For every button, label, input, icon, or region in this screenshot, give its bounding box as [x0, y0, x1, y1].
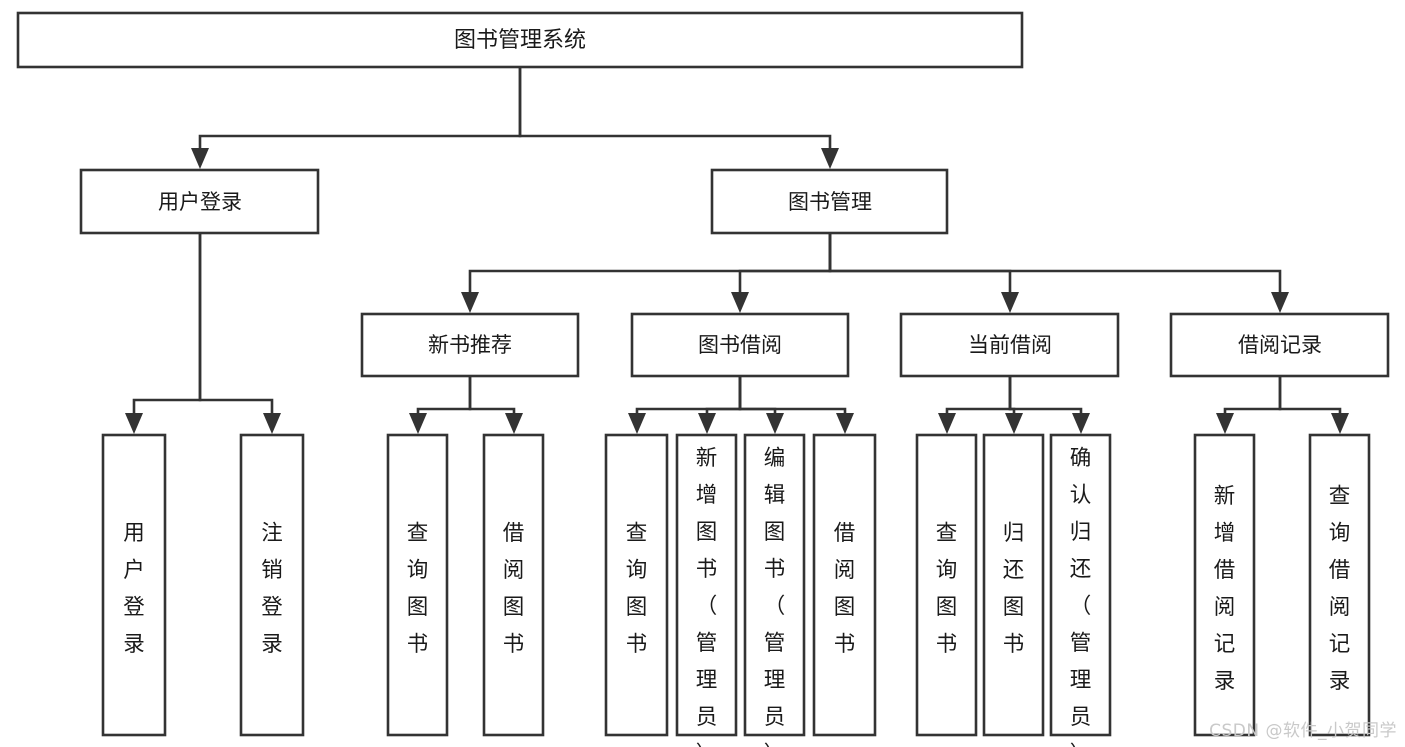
connector-book-management-to-current-borrow — [828, 233, 1019, 313]
connector-layer — [125, 67, 1349, 434]
connector-user-login-to-leaf-logout — [198, 233, 281, 434]
node-leaf-edit-book-admin[interactable]: 编辑图书（管理员） — [743, 433, 806, 747]
node-leaf-query-borrow-record[interactable]: 查询借阅记录 — [1308, 433, 1371, 737]
node-label-root: 图书管理系统 — [454, 28, 586, 53]
node-label-leaf-edit-book-admin: 编辑图书（管理员） — [764, 446, 786, 747]
node-leaf-add-book-admin[interactable]: 新增图书（管理员） — [675, 433, 738, 747]
node-book-borrow[interactable]: 图书借阅 — [630, 312, 850, 378]
node-layer: 图书管理系统用户登录图书管理新书推荐图书借阅当前借阅借阅记录用户登录注销登录查询… — [16, 11, 1390, 747]
node-label-book-borrow: 图书借阅 — [698, 333, 782, 357]
node-label-book-management: 图书管理 — [788, 190, 872, 214]
node-box-book-borrow — [630, 312, 850, 378]
connector-current-borrow-to-leaf-query-book-current — [938, 376, 1012, 434]
node-label-leaf-borrow-book: 借阅图书 — [834, 521, 856, 657]
node-label-user-login: 用户登录 — [158, 190, 242, 214]
node-label-leaf-add-borrow-record: 新增借阅记录 — [1214, 484, 1236, 694]
node-label-current-borrow: 当前借阅 — [968, 333, 1052, 357]
node-label-leaf-query-book-borrow: 查询图书 — [626, 521, 648, 657]
connector-borrow-record-to-leaf-query-borrow-record — [1278, 376, 1349, 434]
node-box-leaf-logout — [239, 433, 305, 737]
connector-book-borrow-to-leaf-edit-book-admin — [738, 376, 784, 434]
node-box-leaf-borrow-book-new — [482, 433, 545, 737]
node-box-leaf-add-book-admin — [675, 433, 738, 737]
node-box-leaf-add-borrow-record — [1193, 433, 1256, 737]
node-box-leaf-query-book-new — [386, 433, 449, 737]
connector-new-book-recommend-to-leaf-borrow-book-new — [468, 376, 523, 434]
node-root[interactable]: 图书管理系统 — [16, 11, 1024, 69]
node-label-leaf-query-book-new: 查询图书 — [407, 521, 429, 657]
connector-current-borrow-to-leaf-confirm-return-admin — [1008, 376, 1090, 434]
connector-book-management-to-book-borrow — [731, 233, 832, 313]
node-leaf-confirm-return-admin[interactable]: 确认归还（管理员） — [1049, 433, 1112, 747]
node-box-borrow-record — [1169, 312, 1390, 378]
node-book-management[interactable]: 图书管理 — [710, 168, 949, 235]
node-leaf-return-book[interactable]: 归还图书 — [982, 433, 1045, 737]
node-leaf-borrow-book[interactable]: 借阅图书 — [812, 433, 877, 737]
node-label-leaf-return-book: 归还图书 — [1003, 521, 1025, 657]
connector-book-management-to-new-book-recommend — [461, 233, 832, 313]
connector-borrow-record-to-leaf-add-borrow-record — [1216, 376, 1282, 434]
node-user-login[interactable]: 用户登录 — [79, 168, 320, 235]
node-box-leaf-query-book-current — [915, 433, 978, 737]
node-box-leaf-borrow-book — [812, 433, 877, 737]
connector-root-to-book-management — [518, 67, 839, 169]
node-leaf-user-login[interactable]: 用户登录 — [101, 433, 167, 737]
node-box-new-book-recommend — [360, 312, 580, 378]
node-label-leaf-borrow-book-new: 借阅图书 — [503, 521, 525, 657]
node-current-borrow[interactable]: 当前借阅 — [899, 312, 1120, 378]
node-box-leaf-query-borrow-record — [1308, 433, 1371, 737]
node-label-new-book-recommend: 新书推荐 — [428, 333, 512, 357]
node-label-leaf-add-book-admin: 新增图书（管理员） — [696, 446, 718, 747]
node-new-book-recommend[interactable]: 新书推荐 — [360, 312, 580, 378]
node-box-root — [16, 11, 1024, 69]
node-label-leaf-query-book-current: 查询图书 — [936, 521, 958, 657]
node-leaf-logout[interactable]: 注销登录 — [239, 433, 305, 737]
node-leaf-query-book-current[interactable]: 查询图书 — [915, 433, 978, 737]
node-box-book-management — [710, 168, 949, 235]
node-box-leaf-edit-book-admin — [743, 433, 806, 737]
node-leaf-borrow-book-new[interactable]: 借阅图书 — [482, 433, 545, 737]
node-box-leaf-return-book — [982, 433, 1045, 737]
node-box-leaf-query-book-borrow — [604, 433, 669, 737]
node-leaf-add-borrow-record[interactable]: 新增借阅记录 — [1193, 433, 1256, 737]
connector-book-borrow-to-leaf-borrow-book — [738, 376, 854, 434]
connector-user-login-to-leaf-user-login — [125, 233, 202, 434]
connector-new-book-recommend-to-leaf-query-book-new — [409, 376, 472, 434]
node-label-leaf-confirm-return-admin: 确认归还（管理员） — [1070, 446, 1092, 747]
node-box-leaf-user-login — [101, 433, 167, 737]
connector-book-management-to-borrow-record — [828, 233, 1289, 313]
node-borrow-record[interactable]: 借阅记录 — [1169, 312, 1390, 378]
node-label-borrow-record: 借阅记录 — [1238, 333, 1322, 357]
connector-current-borrow-to-leaf-return-book — [1005, 376, 1023, 434]
node-box-leaf-confirm-return-admin — [1049, 433, 1112, 737]
node-leaf-query-book-new[interactable]: 查询图书 — [386, 433, 449, 737]
node-label-leaf-logout: 注销登录 — [261, 521, 283, 657]
node-box-current-borrow — [899, 312, 1120, 378]
connector-root-to-user-login — [191, 67, 522, 169]
node-leaf-query-book-borrow[interactable]: 查询图书 — [604, 433, 669, 737]
node-label-leaf-query-borrow-record: 查询借阅记录 — [1329, 484, 1351, 694]
node-label-leaf-user-login: 用户登录 — [123, 521, 145, 657]
connector-book-borrow-to-leaf-query-book-borrow — [628, 376, 742, 434]
connector-book-borrow-to-leaf-add-book-admin — [698, 376, 742, 434]
node-box-user-login — [79, 168, 320, 235]
